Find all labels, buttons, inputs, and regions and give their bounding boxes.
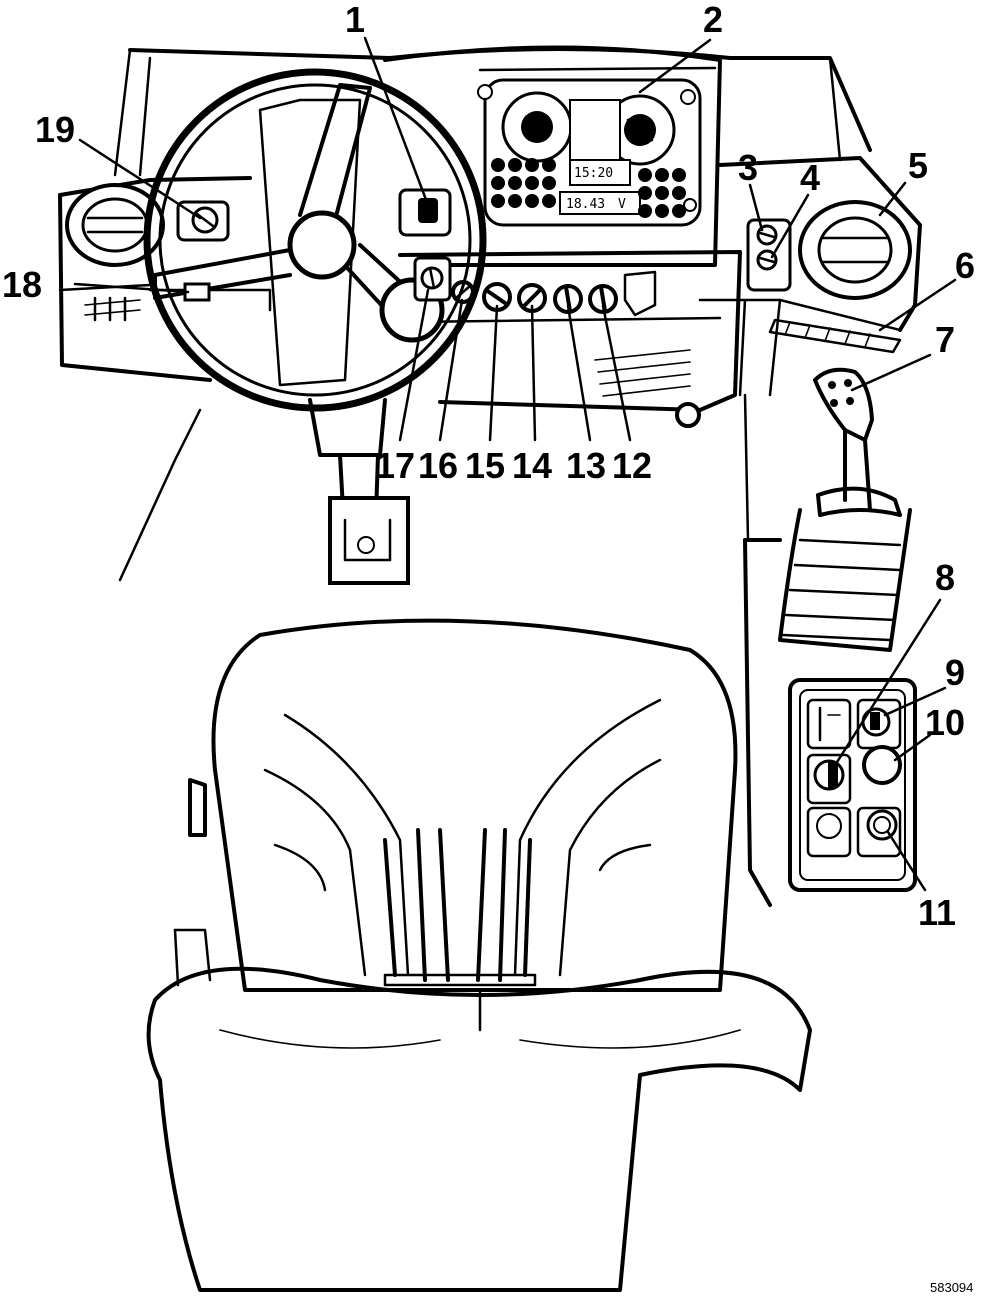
leader-lines (73, 36, 957, 892)
left-dial (501, 91, 573, 163)
figure-reference-number: 583094 (930, 1280, 973, 1295)
callout-12: 12 (612, 445, 652, 486)
steering-column (258, 98, 410, 585)
callout-17: 17 (375, 445, 415, 486)
callout-11: 11 (918, 892, 956, 933)
callout-7: 7 (935, 319, 955, 360)
cab-floor (118, 393, 750, 582)
callout-4: 4 (800, 157, 820, 198)
side-console (743, 538, 917, 907)
dashboard (58, 47, 922, 428)
warning-lights-left (491, 158, 556, 208)
switch-17-housing (413, 256, 452, 302)
callout-8: 8 (935, 557, 955, 598)
vent-grille (768, 318, 902, 354)
lower-vent (594, 349, 691, 397)
left-air-vent (65, 183, 165, 322)
callout-10: 10 (925, 702, 965, 743)
callout-16: 16 (418, 445, 458, 486)
joystick (778, 367, 912, 652)
callout-3: 3 (738, 147, 758, 188)
callout-2: 2 (703, 0, 723, 40)
callout-18: 18 (2, 264, 42, 305)
steering-wheel (143, 68, 487, 412)
display-readout-top: 15:20 (574, 166, 613, 181)
dash-bolt (675, 402, 701, 428)
switch-1-housing (398, 188, 452, 237)
callout-9: 9 (945, 652, 965, 693)
display-readout-bottom: 18.43 (566, 197, 605, 212)
switch-1[interactable] (418, 198, 438, 223)
right-air-vent (798, 200, 912, 300)
callout-5: 5 (908, 145, 928, 186)
callout-15: 15 (465, 445, 505, 486)
warning-lights-right (638, 168, 686, 218)
right-switch-panel (746, 218, 792, 292)
callout-19: 19 (35, 109, 75, 150)
callout-1: 1 (345, 0, 365, 40)
callout-labels: 1 2 3 4 5 6 7 8 9 10 11 12 13 14 15 16 1… (2, 0, 975, 933)
operator-seat (146, 618, 812, 1292)
rotary-knob-row (451, 270, 657, 317)
callout-14: 14 (512, 445, 552, 486)
display-readout-unit: V (618, 197, 626, 212)
button-10[interactable] (862, 745, 902, 785)
instrument-cluster: 15:20 18.43 V (383, 45, 722, 267)
callout-13: 13 (566, 445, 606, 486)
callout-6: 6 (955, 245, 975, 286)
